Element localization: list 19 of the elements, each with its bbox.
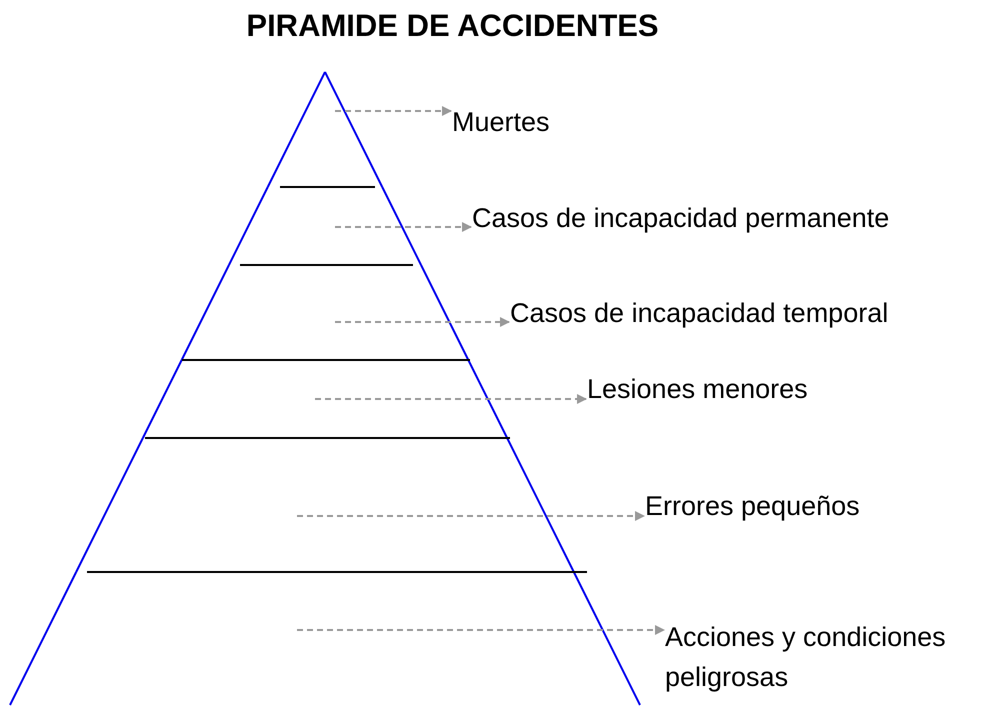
leader-arrow bbox=[335, 317, 510, 327]
level-label: Casos de incapacidad permanente bbox=[472, 198, 890, 238]
level-label: Casos de incapacidad temporal bbox=[510, 293, 888, 333]
pyramid-level bbox=[180, 264, 470, 361]
leader-arrow bbox=[297, 625, 665, 635]
leader-arrow bbox=[335, 222, 472, 232]
level-label: Acciones y condiciones peligrosas bbox=[665, 617, 965, 697]
leader-arrow bbox=[335, 106, 452, 116]
level-label: Lesiones menores bbox=[587, 369, 808, 409]
level-label: Muertes bbox=[452, 102, 550, 142]
leader-arrow bbox=[315, 394, 587, 404]
pyramid-level bbox=[75, 437, 575, 573]
leader-arrow bbox=[297, 511, 645, 521]
pyramid-level bbox=[142, 359, 508, 439]
pyramid-level bbox=[228, 186, 422, 266]
pyramid-level bbox=[9, 571, 641, 706]
level-label: Errores pequeños bbox=[645, 486, 860, 526]
pyramid-top bbox=[266, 71, 384, 188]
title: PIRAMIDE DE ACCIDENTES bbox=[245, 8, 660, 44]
